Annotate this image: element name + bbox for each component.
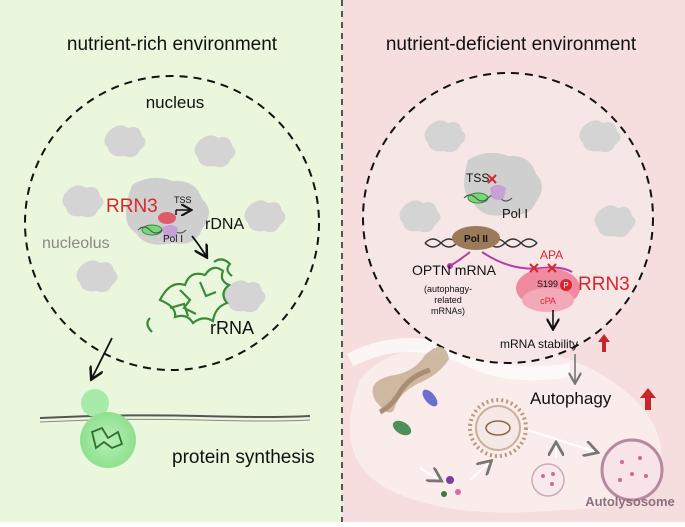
- rrna-structure-icon: [146, 258, 233, 333]
- pol-i-label-right: Pol I: [502, 206, 528, 221]
- autolysosome-dot: [630, 472, 634, 476]
- mrna-stability-label: mRNA stability: [500, 337, 578, 351]
- fusion-arrow: [527, 429, 596, 452]
- pol-ii-icon: [452, 226, 500, 250]
- nucleolus-blob: [224, 280, 266, 313]
- nucleolus-blob: [244, 200, 286, 233]
- rrn3-label-right: RRN3: [578, 274, 630, 295]
- lc3-icon: [392, 420, 412, 436]
- cargo-icon: [441, 491, 447, 497]
- nucleolus-blob: [424, 120, 466, 153]
- pol-i-icon: [162, 225, 178, 238]
- dna-strand-icon: [463, 194, 513, 202]
- nucleolus-blob: [76, 260, 118, 293]
- cargo-arrow: [469, 462, 490, 481]
- rrn3-protein-icon: [158, 212, 176, 224]
- lysosome-dot: [541, 474, 545, 478]
- tss-label-right: TSS: [466, 171, 489, 185]
- er-membrane: [39, 414, 311, 419]
- autophagosome-inner: [475, 405, 521, 451]
- autophagy-related-label-1: (autophagy-: [424, 284, 472, 294]
- apa-x-icon-2: [547, 263, 557, 273]
- phospho-label: P: [563, 281, 568, 290]
- autolysosome-dot: [638, 456, 642, 460]
- autolysosome-dot: [644, 474, 648, 478]
- nucleolus-blob: [194, 135, 236, 168]
- mitochondrion-icon: [485, 420, 511, 436]
- mrna-strand-right: [481, 251, 573, 273]
- nucleolus-blob: [579, 120, 621, 153]
- cpa-label: cPA: [540, 296, 556, 306]
- dna-strand-icon: [137, 226, 187, 234]
- increase-arrow-icon: [598, 334, 610, 352]
- pol-i-icon-right: [490, 185, 506, 200]
- mrna-cap-icon: [447, 263, 453, 269]
- autolysosome-dot: [620, 460, 624, 464]
- autophagy-increase-icon: [640, 388, 656, 410]
- nucleolus-blob: [104, 125, 146, 158]
- ribosome-large-subunit: [80, 412, 136, 468]
- autophagy-related-label-2: related: [434, 295, 462, 305]
- receptor-icon: [422, 389, 438, 407]
- autophagy-related-label-3: mRNAs): [431, 306, 465, 316]
- nucleolus-blob: [62, 185, 104, 218]
- ribosome-small-subunit: [81, 389, 109, 417]
- rrna-label: rRNA: [210, 318, 254, 338]
- rdna-label: rDNA: [205, 216, 244, 233]
- phospho-icon: [560, 279, 572, 291]
- nucleolus-blob: [594, 205, 636, 238]
- left-panel-title: nutrient-rich environment: [67, 34, 278, 55]
- export-arrow: [92, 337, 113, 378]
- autophagosome-outer: [468, 398, 528, 458]
- autolysosome-label: Autolysosome: [585, 494, 675, 509]
- lysosome-dot: [551, 472, 555, 476]
- nucleolus-blob: [399, 200, 441, 233]
- autolysosome-icon: [600, 438, 664, 502]
- cpa-region: [522, 288, 574, 312]
- right-panel-title: nutrient-deficient environment: [386, 34, 637, 55]
- pol-ii-label: Pol II: [464, 234, 488, 245]
- er-membrane-inner: [39, 418, 311, 423]
- phagophore-membrane: [378, 367, 431, 415]
- cargo-icon: [446, 476, 454, 484]
- protein-synthesis-label: protein synthesis: [172, 447, 315, 468]
- lysosome-icon: [531, 463, 565, 497]
- pol-i-label-left: Pol I: [163, 234, 183, 245]
- transcription-arrow: [191, 235, 206, 256]
- cargo-arrow: [419, 468, 440, 480]
- cargo-icon: [455, 489, 461, 495]
- ribosome-rrna-icon: [90, 426, 124, 450]
- left-panel-background: [0, 0, 342, 522]
- apa-label: APA: [540, 248, 563, 262]
- lysosome-dot: [550, 482, 554, 486]
- optn-mrna-label: OPTN mRNA: [412, 262, 497, 278]
- autophagy-label: Autophagy: [530, 389, 612, 408]
- s199-label: S199: [537, 279, 558, 289]
- nucleus-boundary-left: [24, 75, 320, 371]
- apa-x-icon-1: [529, 263, 539, 273]
- autolysosome-dot: [618, 478, 622, 482]
- rrn3-label-left: RRN3: [106, 196, 158, 217]
- nucleolus-label: nucleolus: [42, 235, 110, 252]
- blocked-x-icon: [487, 174, 497, 184]
- nucleus-label: nucleus: [146, 93, 205, 112]
- cytoplasm-highlight: [346, 338, 572, 381]
- tss-label-left: TSS: [174, 195, 192, 205]
